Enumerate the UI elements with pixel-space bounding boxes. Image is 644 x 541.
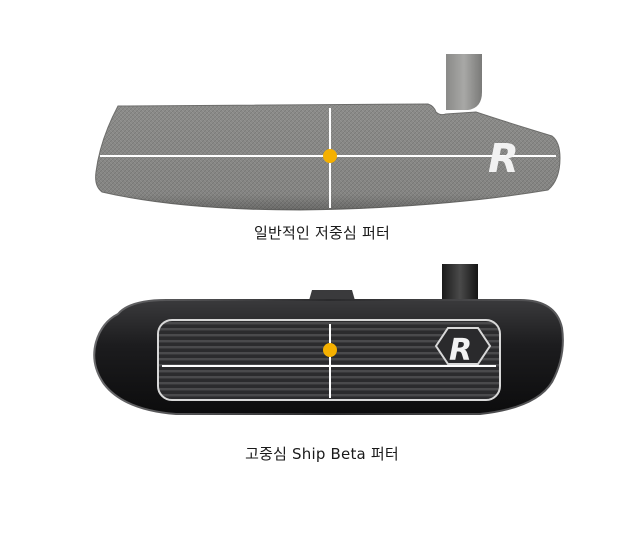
caption-low-center-putter: 일반적인 저중심 퍼터: [254, 224, 390, 242]
mallet-putter-image: R: [0, 256, 644, 436]
r-logo-mark: R: [488, 136, 519, 182]
r-logo-mark: R: [449, 333, 472, 368]
blade-hosel: [446, 54, 482, 110]
center-of-gravity-dot: [323, 343, 337, 357]
mallet-putter-illustration: R: [93, 264, 564, 415]
caption-high-center-ship-beta-putter: 고중심 Ship Beta 퍼터: [245, 445, 399, 463]
blade-putter-illustration: R: [95, 54, 561, 211]
hexagon-logo-badge: [434, 327, 492, 365]
center-of-gravity-dot: [323, 149, 337, 163]
blade-putter-image: R: [0, 40, 644, 220]
